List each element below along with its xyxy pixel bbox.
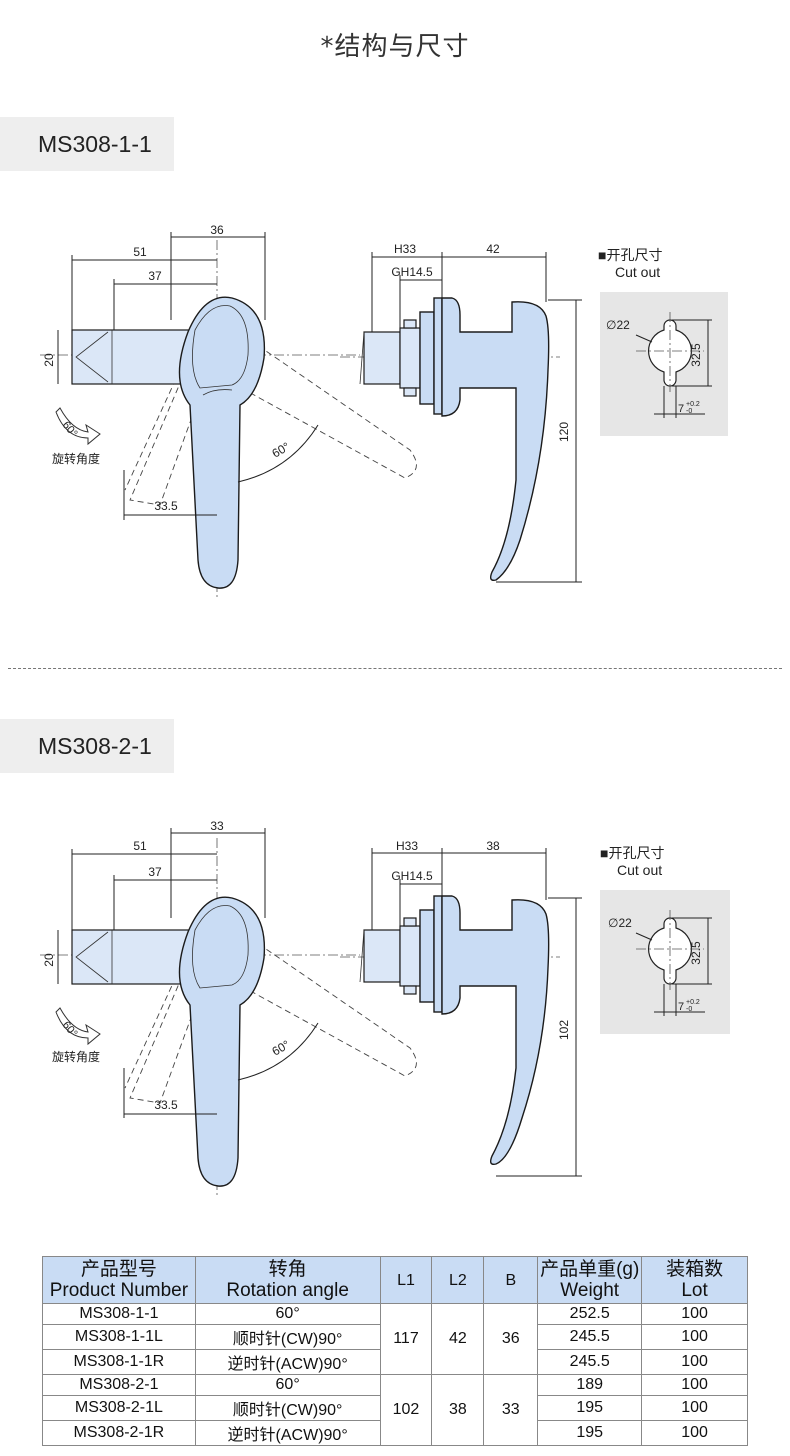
cutout-diagram: ■开孔尺寸 Cut out ∅22 32.5 7 +0.2 -0 (600, 845, 730, 1034)
dim-height: 120 (557, 422, 571, 442)
table-row: MS308-1-1 60° 117 42 36 252.5 100 (42, 1303, 748, 1375)
cutout-diameter: ∅22 (606, 318, 630, 332)
header-l2: L2 (431, 1256, 485, 1304)
dim-33: 33 (210, 819, 224, 833)
header-l1: L1 (379, 1256, 433, 1304)
cutout-width: 7 (678, 1001, 684, 1013)
rotation-label: 旋转角度 (52, 451, 100, 466)
rotation-arc-label: 60° (60, 1019, 80, 1039)
side-view: H33 38 GH14.5 102 (340, 839, 582, 1177)
dim-36: 36 (210, 223, 224, 237)
cutout-tol-dn: -0 (686, 1006, 692, 1013)
dim-h33: H33 (396, 839, 418, 853)
dim-l2: 38 (486, 839, 500, 853)
cutout-diameter: ∅22 (608, 916, 632, 930)
dim-33-5: 33.5 (154, 1098, 178, 1112)
dim-51: 51 (133, 245, 147, 259)
dim-33-5: 33.5 (154, 499, 178, 513)
dim-51: 51 (133, 839, 147, 853)
dim-20: 20 (42, 953, 56, 967)
cutout-tol-dn: -0 (686, 408, 692, 415)
page-title: *结构与尺寸 (320, 32, 470, 62)
cutout-tol-up: +0.2 (686, 401, 700, 408)
cutout-subtitle: Cut out (617, 862, 662, 878)
table-row: MS308-1-1R 逆时针(ACW)90° 245.5 100 (42, 1349, 748, 1375)
dim-20: 20 (42, 353, 56, 367)
front-view: 33 51 37 20 33.5 60° 60° 旋转角度 (40, 819, 417, 1196)
cutout-title: ■开孔尺寸 (600, 845, 664, 861)
cutout-tol-up: +0.2 (686, 999, 700, 1006)
technical-drawing-1: 36 51 37 20 33.5 60° 60° 旋转角度 H33 42 (40, 223, 728, 598)
cutout-title: ■开孔尺寸 (598, 247, 662, 263)
model-label-2: MS308-2-1 (0, 719, 174, 773)
rotation-arc-label: 60° (60, 419, 80, 439)
cutout-height: 32.5 (689, 343, 703, 367)
dim-height: 102 (557, 1020, 571, 1040)
technical-drawing-2: 33 51 37 20 33.5 60° 60° 旋转角度 H33 38 GH1… (40, 819, 730, 1196)
dim-37: 37 (148, 269, 162, 283)
section-divider (8, 668, 782, 669)
cutout-subtitle: Cut out (615, 264, 660, 280)
header-b: B (483, 1256, 539, 1304)
dim-h33: H33 (394, 242, 416, 256)
table-row: MS308-2-1R 逆时针(ACW)90° 195 100 (42, 1420, 748, 1446)
rotation-label: 旋转角度 (52, 1049, 100, 1064)
model-label-1: MS308-1-1 (0, 117, 174, 171)
table-row: MS308-2-1 60° 102 38 33 189 100 (42, 1374, 748, 1446)
front-view: 36 51 37 20 33.5 60° 60° 旋转角度 (40, 223, 417, 598)
cutout-width: 7 (678, 403, 684, 415)
dim-gh: GH14.5 (391, 265, 433, 279)
side-view: H33 42 GH14.5 120 (340, 242, 582, 583)
cutout-diagram: ■开孔尺寸 Cut out ∅22 32.5 7 +0.2 -0 (598, 247, 728, 436)
dim-37: 37 (148, 865, 162, 879)
cutout-height: 32.5 (689, 941, 703, 965)
dim-gh: GH14.5 (391, 869, 433, 883)
dim-l2: 42 (486, 242, 500, 256)
header-weight: 产品单重(g)Weight (537, 1256, 643, 1304)
